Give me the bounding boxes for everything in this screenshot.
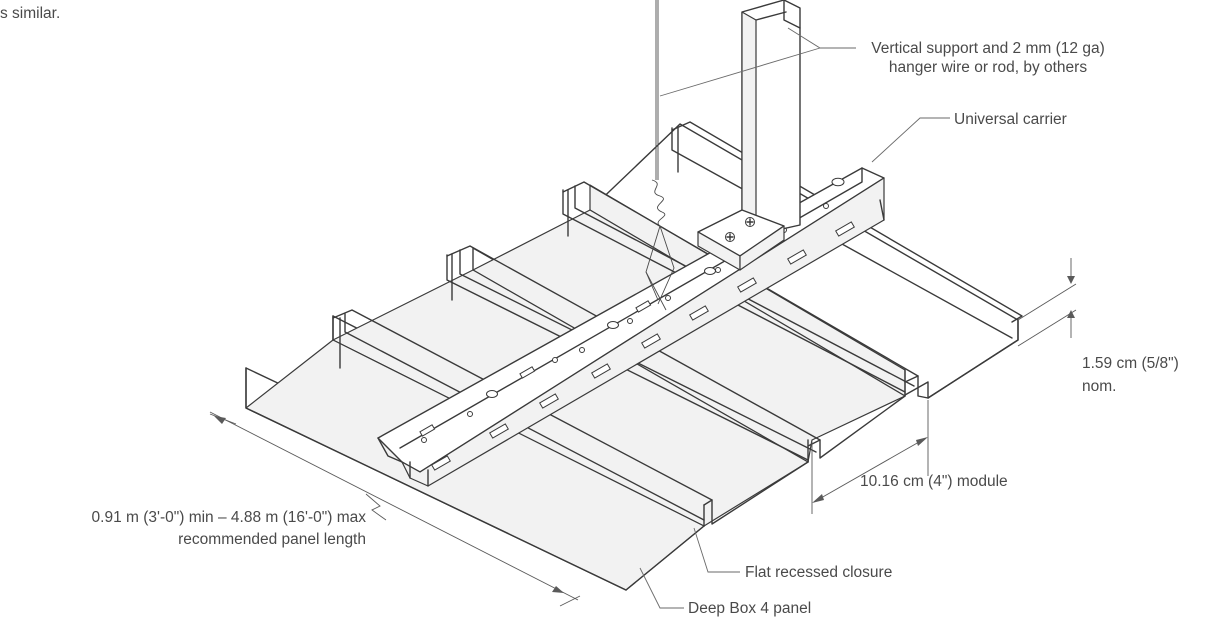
flat-recessed-closure-label: Flat recessed closure — [745, 564, 893, 581]
panel-length-line2: recommended panel length — [178, 531, 366, 548]
vertical-support-label-line1: Vertical support and 2 mm (12 ga) — [871, 40, 1105, 57]
universal-carrier-label: Universal carrier — [954, 111, 1067, 128]
vertical-support-label-line2: hanger wire or rod, by others — [888, 59, 1088, 76]
dimension-lines — [209, 258, 1077, 607]
panel-length-line1: 0.91 m (3'-0") min – 4.88 m (16'-0") max — [91, 509, 366, 526]
panel-length-label: 0.91 m (3'-0") min – 4.88 m (16'-0") max… — [0, 508, 366, 549]
deep-box-panel-label: Deep Box 4 panel — [688, 600, 812, 617]
height-dimension-line2: nom. — [1082, 378, 1117, 395]
hanger-wire-drawing — [645, 0, 675, 311]
height-dimension-label: 1.59 cm (5/8") nom. — [1082, 354, 1179, 396]
leader-lines — [639, 27, 950, 609]
vertical-support-label: Vertical support and 2 mm (12 ga) hanger… — [858, 39, 1118, 77]
note-fragment: s similar. — [0, 5, 61, 22]
height-dimension-line1: 1.59 cm (5/8") — [1082, 355, 1179, 372]
module-dimension-label: 10.16 cm (4") module — [860, 473, 1008, 490]
